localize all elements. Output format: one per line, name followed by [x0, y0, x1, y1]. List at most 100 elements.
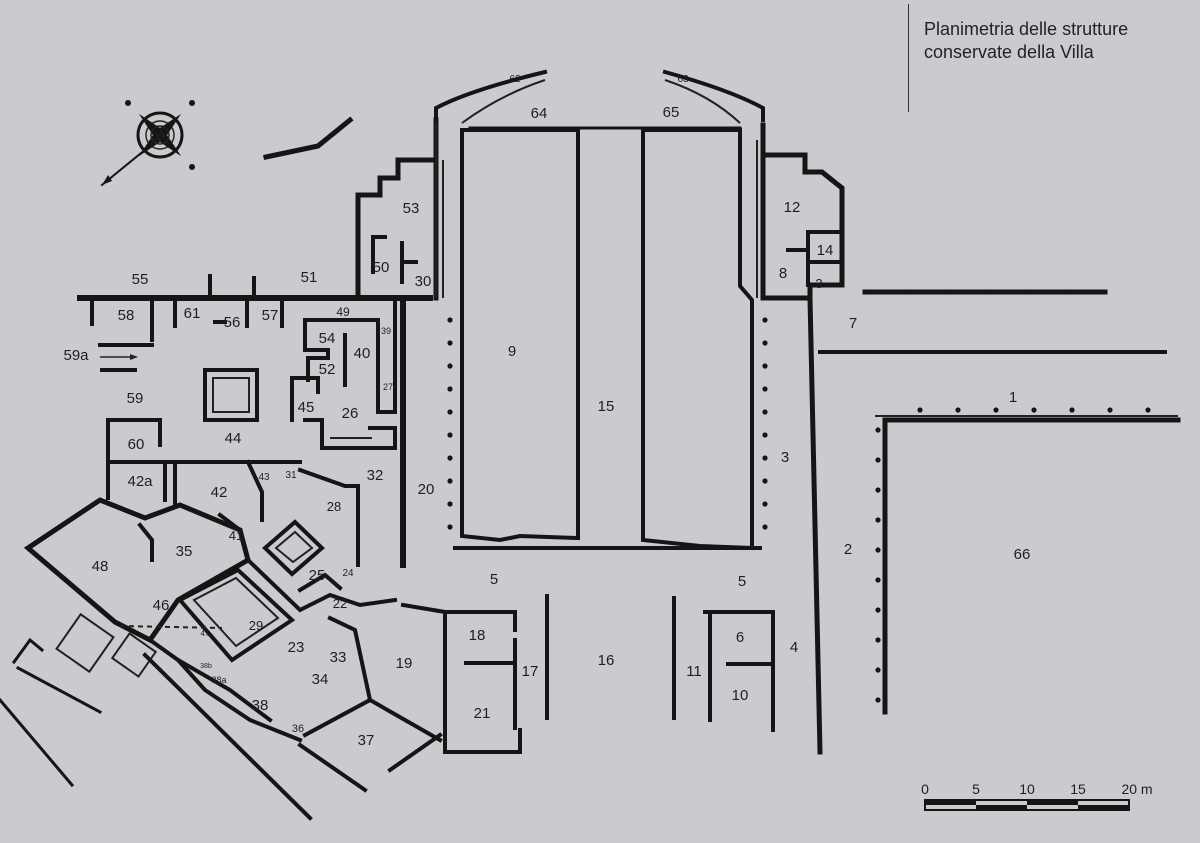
- column-dot: [1145, 407, 1151, 413]
- column-dot: [875, 667, 881, 673]
- room-label: 55: [132, 271, 149, 288]
- north-arrow-icon: N: [100, 100, 195, 187]
- column-dot: [447, 317, 453, 323]
- room-label: 36: [292, 723, 304, 735]
- room-label: 18: [469, 627, 486, 644]
- walls: [0, 69, 1181, 821]
- column-dot: [762, 340, 768, 346]
- room-label: 57: [262, 307, 279, 324]
- room-label: 56: [224, 314, 241, 331]
- column-dot: [875, 427, 881, 433]
- column-dot: [875, 457, 881, 463]
- room-label: 42a: [127, 473, 153, 490]
- room-label: 54: [319, 330, 336, 347]
- room-label: 8: [779, 265, 787, 282]
- room-label: 5: [490, 571, 498, 588]
- column-dot: [1031, 407, 1037, 413]
- scale-tick-label: 0: [921, 781, 929, 797]
- room-label: 32: [367, 467, 384, 484]
- column-dot: [867, 289, 873, 295]
- column-dot: [762, 317, 768, 323]
- room-label: 17: [522, 663, 539, 680]
- room-label: 51: [301, 269, 318, 286]
- column-dot: [947, 289, 953, 295]
- room-label: 53: [403, 200, 420, 217]
- column-dot: [447, 386, 453, 392]
- room-label: 15: [598, 398, 615, 415]
- scale-tick-label: 10: [1019, 781, 1035, 797]
- column-dot: [1107, 407, 1113, 413]
- room-label: 39: [381, 326, 391, 336]
- room-label: 34: [312, 671, 329, 688]
- column-dot: [447, 409, 453, 415]
- room-label: 12: [784, 199, 801, 216]
- room-label: 3: [781, 449, 789, 466]
- column-dot: [447, 478, 453, 484]
- plan-title: Planimetria delle strutture conservate d…: [924, 18, 1128, 64]
- column-dot: [1027, 289, 1033, 295]
- column-dot: [907, 289, 913, 295]
- column-dot: [447, 524, 453, 530]
- room-label: 38a: [211, 675, 226, 685]
- column-dot: [1069, 407, 1075, 413]
- room-label: 60: [128, 436, 145, 453]
- room-label: 61: [184, 305, 201, 322]
- room-label: 40: [354, 345, 371, 362]
- scale-tick-label: 5: [972, 781, 980, 797]
- room-label: 4: [790, 639, 798, 656]
- column-dot: [762, 432, 768, 438]
- room-label: 38b: [200, 663, 212, 670]
- room-label: 63: [677, 74, 689, 85]
- column-dot: [875, 607, 881, 613]
- room-labels: 1 2 3 3 4 5 5 6 7 8 9 10 11 12 14 15 16 …: [63, 74, 1030, 749]
- scale-tick-label: 20 m: [1121, 781, 1152, 797]
- room-label: 38: [252, 697, 269, 714]
- room-label: 66: [1014, 546, 1031, 563]
- room-label: 26: [342, 405, 359, 422]
- stairs-sw: [0, 612, 313, 821]
- room-label: 11: [686, 663, 702, 680]
- column-dot: [917, 407, 923, 413]
- column-dot: [875, 697, 881, 703]
- room-label: 31: [285, 470, 297, 481]
- room-label: 20: [418, 481, 435, 498]
- column-dot: [875, 487, 881, 493]
- room-label: 49: [336, 305, 350, 319]
- column-dot: [875, 547, 881, 553]
- room-label: 44: [225, 430, 242, 447]
- column-dot: [875, 637, 881, 643]
- column-dot: [875, 577, 881, 583]
- room-label: 45: [298, 399, 315, 416]
- title-line-1: Planimetria delle strutture: [924, 19, 1129, 39]
- arrow-icon: [100, 354, 138, 360]
- room-label: 37: [358, 732, 375, 749]
- column-dot: [762, 363, 768, 369]
- column-dot: [875, 517, 881, 523]
- room-label: 25: [309, 567, 326, 584]
- room-label: 1: [1009, 389, 1017, 406]
- column-dot: [987, 289, 993, 295]
- room-label: 7: [849, 315, 857, 332]
- column-dot: [447, 340, 453, 346]
- column-dot: [762, 478, 768, 484]
- column-dot: [447, 501, 453, 507]
- room-label: 24: [342, 568, 354, 579]
- column-dot: [762, 409, 768, 415]
- title-line-2: conservate della Villa: [924, 42, 1094, 62]
- room-label: 9: [508, 343, 516, 360]
- scale-tick-label: 15: [1070, 781, 1086, 797]
- room-label: 14: [817, 242, 834, 259]
- column-dots: [447, 289, 1151, 703]
- room-label: 23: [288, 639, 305, 656]
- title-divider: [908, 4, 909, 112]
- room-label: 58: [118, 307, 135, 324]
- column-dot: [762, 501, 768, 507]
- room-label: 59a: [63, 347, 89, 364]
- room-label: 64: [531, 105, 548, 122]
- room-label: 19: [396, 655, 413, 672]
- room-label: 16: [598, 652, 615, 669]
- room-label: 22: [333, 596, 347, 611]
- scale-bar: 0 5 10 15 20 m: [921, 781, 1153, 811]
